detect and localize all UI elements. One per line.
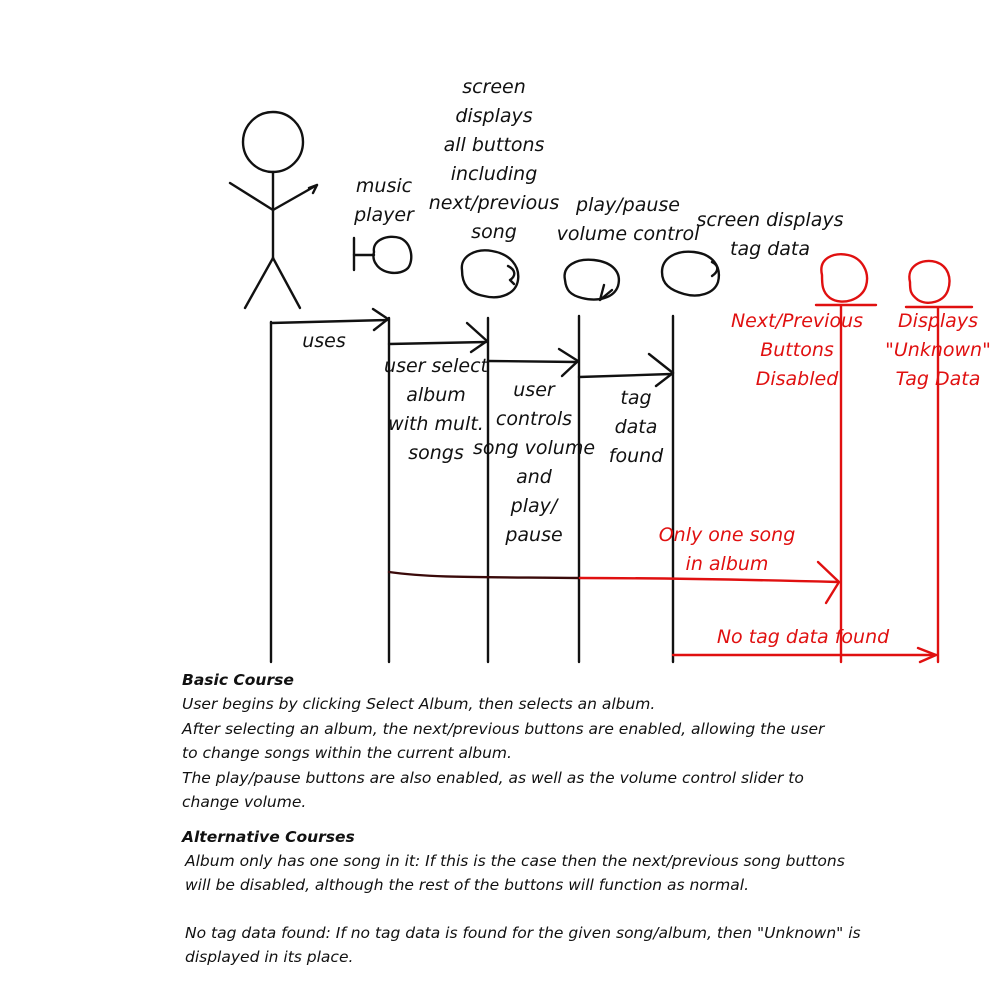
stick-figure-actor-icon — [228, 110, 319, 310]
alternative-courses-title: Alternative Courses — [182, 827, 355, 846]
one-song-message-label: Only one song in album — [658, 524, 796, 575]
basic-course-line: The play/pause buttons are also enabled,… — [182, 768, 804, 812]
music-player-label: music player — [354, 175, 414, 226]
next-prev-disabled-label: Next/Previous Buttons Disabled — [730, 310, 864, 390]
entity-icon — [904, 259, 974, 309]
alternative-course-line: Album only has one song in it: If this i… — [185, 851, 845, 895]
controls-message-label: user controls song volume and play/ paus… — [472, 379, 596, 546]
use-case-notes: Basic Course User begins by clicking Sel… — [182, 668, 982, 970]
unknown-tag-label: Displays "Unknown" Tag Data — [885, 310, 991, 390]
screen-buttons-label: screen displays all buttons including ne… — [428, 76, 560, 243]
alternative-course-line: No tag data found: If no tag data is fou… — [185, 923, 861, 967]
tag-found-message-label: tag data found — [608, 387, 664, 467]
control-icon — [660, 250, 721, 297]
uses-message-label: uses — [302, 330, 346, 352]
basic-course-title: Basic Course — [182, 671, 294, 689]
no-tag-message-label: No tag data found — [716, 626, 890, 648]
control-icon — [460, 249, 520, 299]
play-pause-label: play/pause volume control — [556, 194, 700, 245]
control-icon — [563, 258, 621, 302]
boundary-icon — [352, 235, 413, 275]
sequence-diagram — [228, 110, 974, 664]
basic-course-line: After selecting an album, the next/previ… — [182, 719, 825, 763]
select-album-message-label: user select album with mult. songs — [384, 355, 488, 464]
basic-course-line: User begins by clicking Select Album, th… — [182, 695, 656, 713]
entity-icon — [814, 253, 878, 307]
screen-tag-label: screen displays tag data — [696, 209, 844, 260]
